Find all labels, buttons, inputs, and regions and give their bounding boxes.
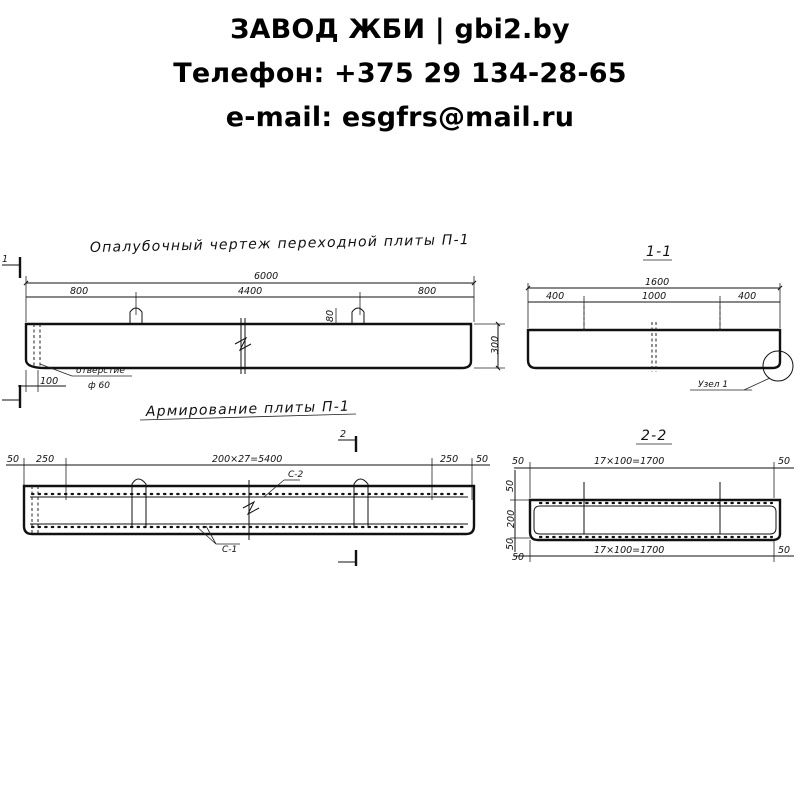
- section-2-2: 2-2 50 17×100=1700 50 50 200 50: [505, 428, 794, 563]
- formwork-drawing: Опалубочный чертеж переходной плиты П-1 …: [2, 232, 505, 408]
- node-1-callout: Узел 1: [690, 350, 794, 391]
- section-mark-2: 2: [340, 429, 346, 440]
- dim-400-right: 400: [738, 291, 756, 302]
- node-1-label: Узел 1: [698, 380, 728, 390]
- section-marker-1-bottom: [2, 385, 22, 408]
- section-marker-1-top: 1: [2, 254, 22, 278]
- dim-400-left: 400: [546, 291, 564, 302]
- hole-label: отверстие: [76, 366, 125, 376]
- hole-diameter: ф 60: [88, 381, 110, 391]
- dim-side-2: 200: [506, 510, 517, 528]
- dim-chain-reinforcement: 50 250 200×27=5400 250 50: [6, 454, 490, 500]
- dim-right: 800: [418, 286, 436, 297]
- dim-height-300: 300: [474, 321, 505, 371]
- dim-overall-1600: 1600: [525, 277, 783, 328]
- header-company: ЗАВОД ЖБИ | gbi2.by: [230, 14, 570, 45]
- dim-overall: 6000: [254, 271, 278, 282]
- dim-top-2-2: 50 17×100=1700 50: [512, 456, 794, 498]
- dim-edge: 100: [40, 376, 58, 387]
- dim-bottom-2-2: 50 17×100=1700 50: [512, 540, 794, 563]
- section-marker-2-bottom: [338, 550, 358, 566]
- dim-chain-formwork: 800 4400 800: [26, 286, 474, 315]
- section-1-1: 1-1 1600 400 1000 400 Узел 1: [525, 244, 794, 391]
- dim-spacing: 200×27=5400: [212, 454, 282, 465]
- section-1-1-title: 1-1: [646, 244, 672, 260]
- hole-note: отверстие ф 60: [39, 363, 132, 391]
- dim-bottom-right: 50: [778, 545, 790, 556]
- dim-left: 800: [70, 286, 88, 297]
- cage-callouts: С-2 С-1: [195, 470, 304, 555]
- dim-side-1: 50: [505, 480, 516, 492]
- dim-250-left: 250: [36, 454, 54, 465]
- dim-side-2-2: 50 200 50: [505, 470, 530, 552]
- section-mark-1: 1: [2, 254, 8, 265]
- header-email: e-mail: esgfrs@mail.ru: [225, 102, 575, 133]
- section-2-2-title: 2-2: [641, 428, 667, 444]
- dim-mid: 4400: [238, 286, 262, 297]
- dim-lug-80: 80: [325, 308, 337, 324]
- cage-upper-label: С-2: [288, 470, 304, 480]
- reinforcement-title: Армирование плиты П-1: [145, 399, 351, 420]
- dim-bottom: 17×100=1700: [594, 545, 664, 556]
- dim-top-left: 50: [512, 456, 524, 467]
- dim-end-right: 50: [476, 454, 488, 465]
- section-marker-2-top: 2: [338, 429, 358, 452]
- reinforcement-drawing: Армирование плиты П-1 2 50 250 200×27=54…: [6, 399, 490, 566]
- dim-end-left: 50: [7, 454, 19, 465]
- dim-1600: 1600: [645, 277, 669, 288]
- dim-height: 300: [490, 336, 501, 354]
- dim-chain-1-1: 400 1000 400: [528, 291, 780, 330]
- header-phone: Телефон: +375 29 134-28-65: [173, 58, 627, 89]
- dim-overall-6000: 6000: [23, 271, 477, 322]
- cage-lower-label: С-1: [222, 545, 237, 555]
- dim-250-right: 250: [440, 454, 458, 465]
- dim-lug: 80: [325, 310, 336, 322]
- dim-1000: 1000: [642, 291, 666, 302]
- formwork-title: Опалубочный чертеж переходной плиты П-1: [90, 232, 470, 256]
- dim-bottom-left: 50: [512, 552, 524, 563]
- dim-top: 17×100=1700: [594, 456, 664, 467]
- dim-side-3: 50: [505, 538, 516, 550]
- dim-top-right: 50: [778, 456, 790, 467]
- dim-edge-100: 100: [18, 370, 66, 392]
- slab-elevation: [24, 307, 473, 374]
- header: ЗАВОД ЖБИ | gbi2.by Телефон: +375 29 134…: [0, 8, 800, 140]
